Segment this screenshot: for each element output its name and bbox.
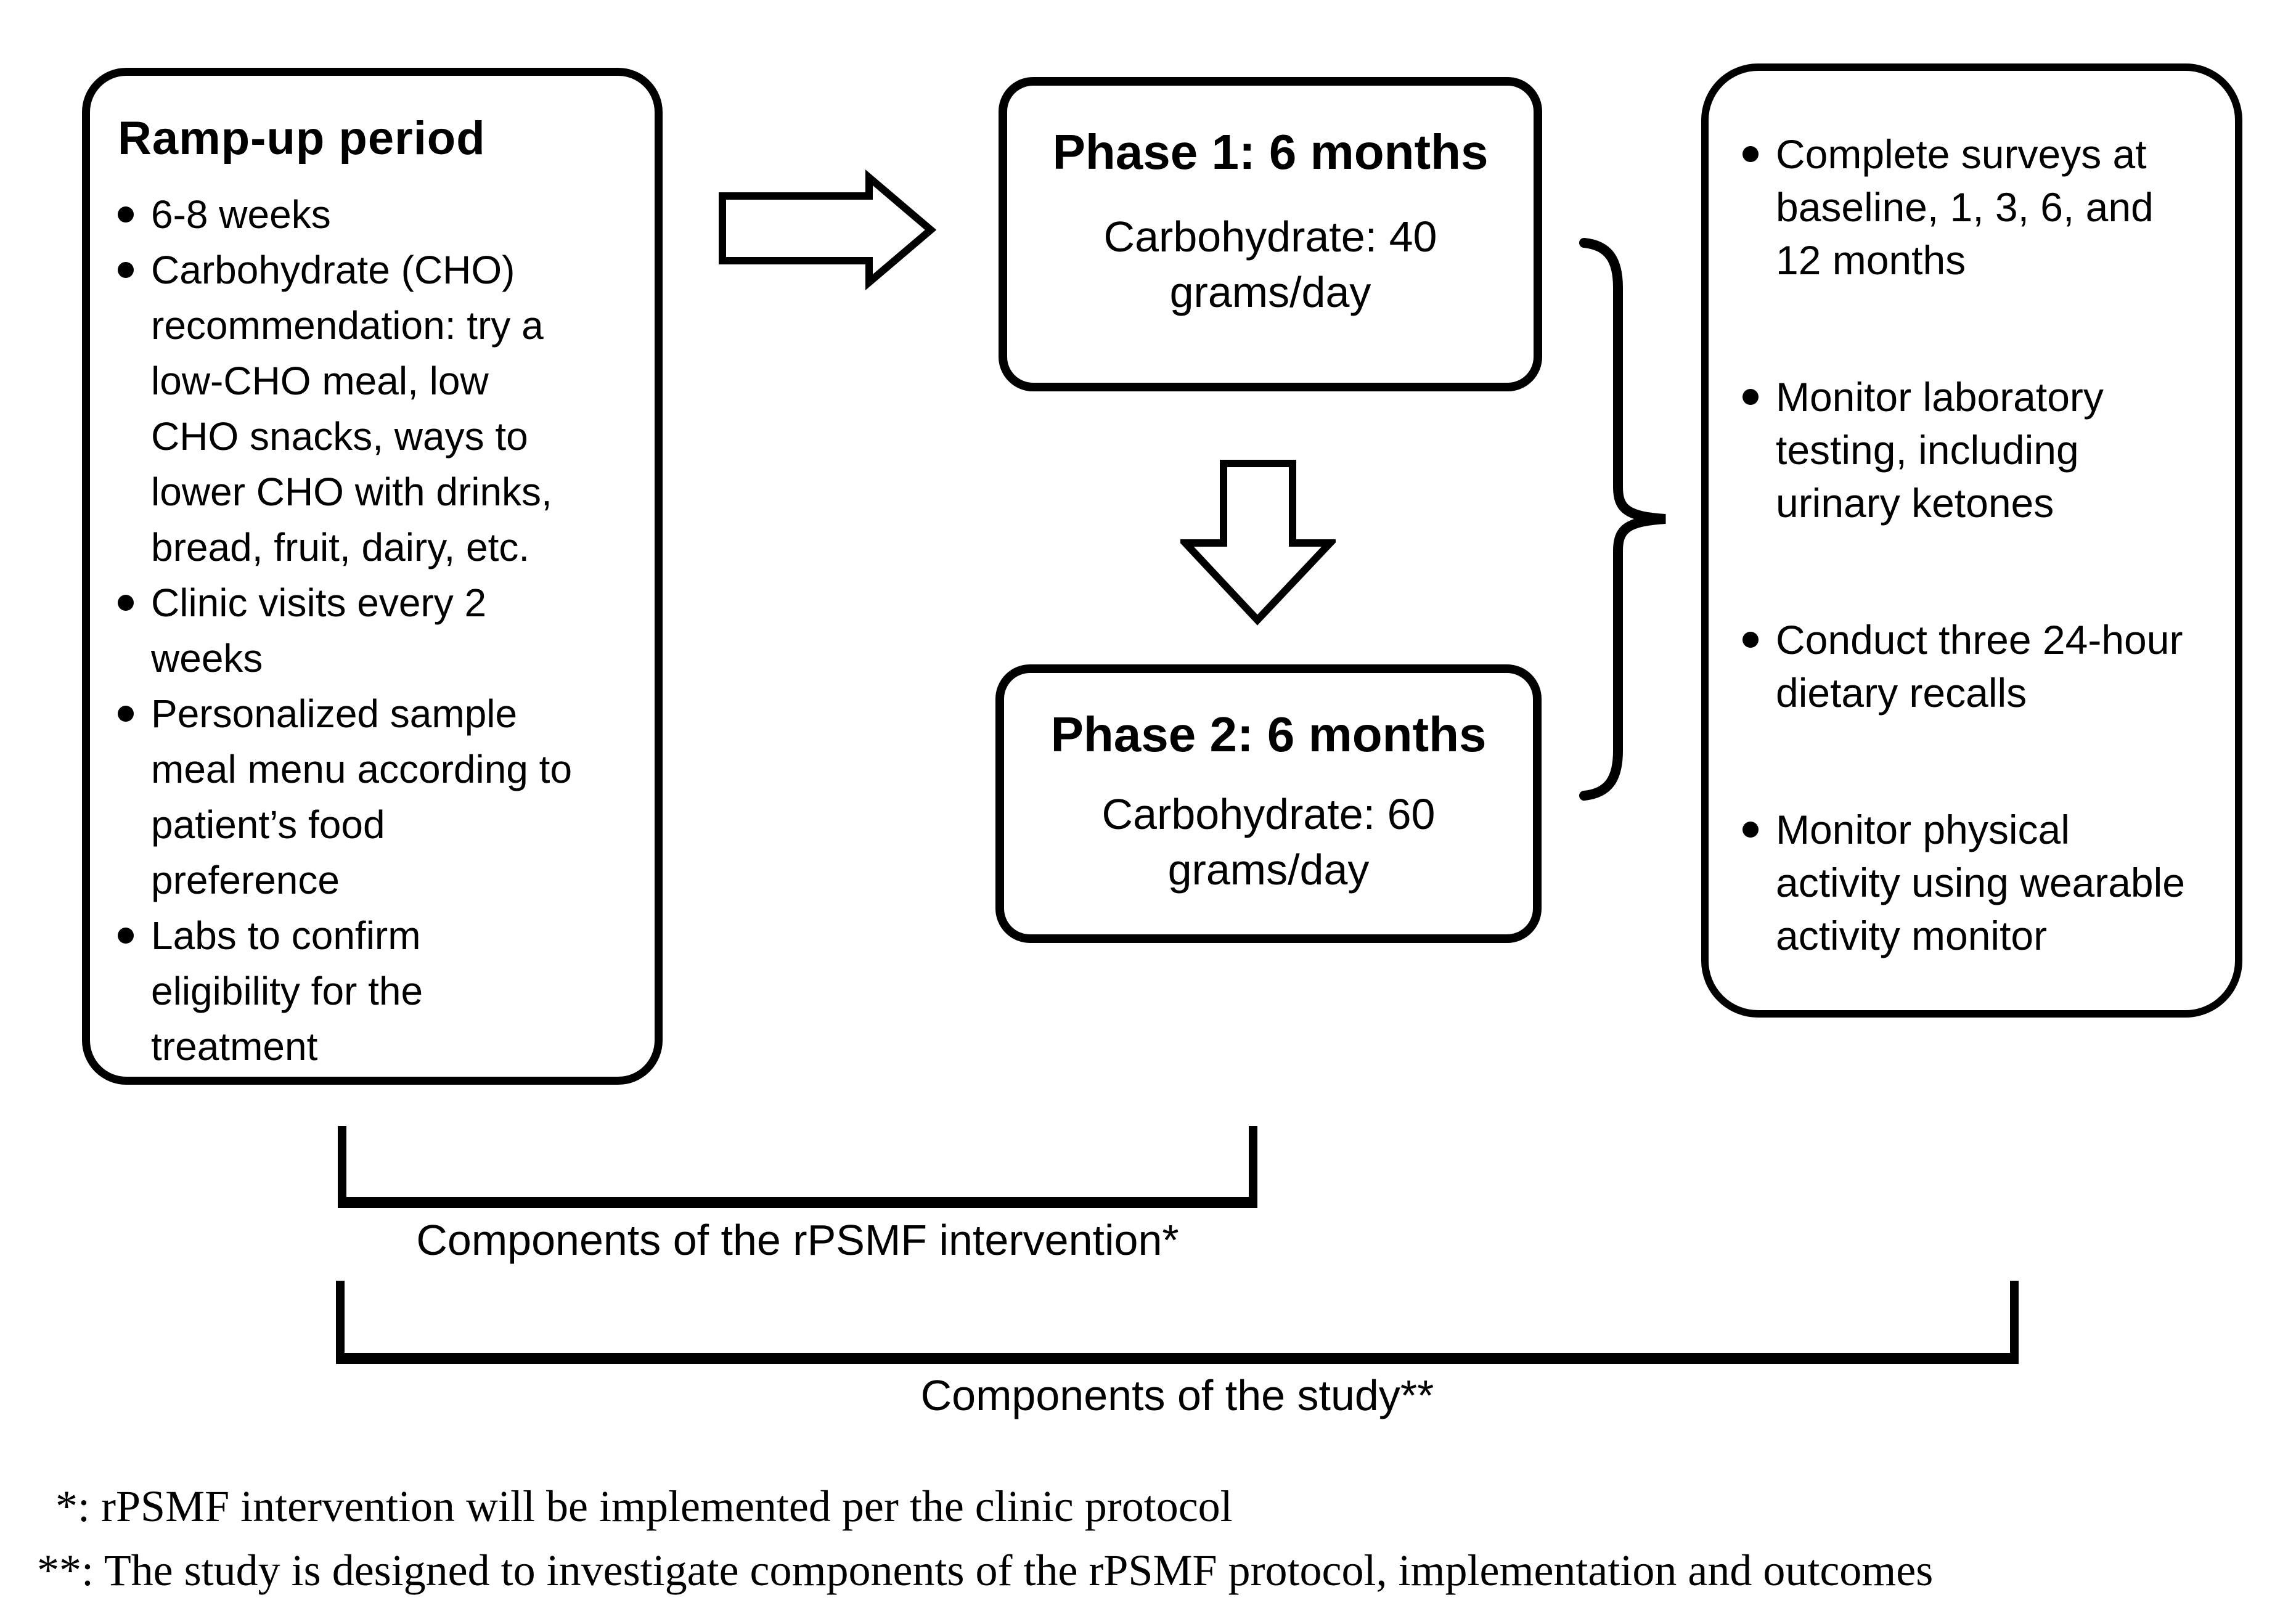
study-bracket-label: Components of the study** [920,1371,1434,1419]
list-item: Clinic visits every 2 weeks [118,575,636,686]
bullet-icon [118,206,134,222]
bullet-icon [1742,146,1759,162]
list-item-text: Personalized sample meal menu according … [151,692,573,902]
ramp-up-title: Ramp-up period [118,112,486,165]
list-item-text: Monitor physical activity using wearable… [1776,807,2185,958]
phase-1-body: Carbohydrate: 40 grams/day [1103,213,1437,316]
list-item-text: Conduct three 24-hour dietary recalls [1776,617,2183,716]
bullet-icon [1742,822,1759,838]
list-item-text: Labs to confirm eligibility for the trea… [151,913,423,1069]
list-item: Carbohydrate (CHO) recommendation: try a… [118,242,636,575]
block-arrow-right-icon [719,169,937,290]
list-item: Monitor physical activity using wearable… [1742,803,2210,962]
list-item-text: Carbohydrate (CHO) recommendation: try a… [151,248,552,569]
phase-1-box: Phase 1: 6 months Carbohydrate: 40 grams… [999,77,1542,391]
ramp-up-box: Ramp-up period 6-8 weeks Carbohydrate (C… [82,68,663,1085]
list-item: Complete surveys at baseline, 1, 3, 6, a… [1742,128,2210,287]
bullet-icon [1742,389,1759,405]
list-item: Monitor laboratory testing, including ur… [1742,370,2210,529]
list-item-text: 6-8 weeks [151,192,331,237]
list-item: Conduct three 24-hour dietary recalls [1742,613,2210,719]
bullet-icon [118,262,134,278]
ramp-up-list: 6-8 weeks Carbohydrate (CHO) recommendat… [118,187,636,1074]
assessments-list: Complete surveys at baseline, 1, 3, 6, a… [1742,128,2210,962]
curly-brace-right-icon [1579,238,1666,801]
footnotes: *: rPSMF intervention will be implemente… [37,1474,1933,1602]
bullet-icon [118,706,134,722]
footnote-intervention: *: rPSMF intervention will be implemente… [55,1482,1233,1531]
list-item-text: Monitor laboratory testing, including ur… [1776,374,2104,526]
list-item: 6-8 weeks [118,187,636,242]
phase-2-title: Phase 2: 6 months [1050,707,1487,762]
assessments-box: Complete surveys at baseline, 1, 3, 6, a… [1701,63,2242,1018]
phase-2-body: Carbohydrate: 60 grams/day [1101,790,1436,894]
list-item: Personalized sample meal menu according … [118,686,636,908]
phase-2-box: Phase 2: 6 months Carbohydrate: 60 grams… [995,664,1542,943]
intervention-bracket-label: Components of the rPSMF intervention* [416,1216,1179,1264]
bullet-icon [118,928,134,944]
list-item-text: Clinic visits every 2 weeks [151,581,487,680]
phase-1-title: Phase 1: 6 months [1052,124,1489,179]
bullet-icon [118,595,134,611]
footnote-study: **: The study is designed to investigate… [37,1546,1934,1595]
study-bracket [336,1281,2019,1364]
list-item: Labs to confirm eligibility for the trea… [118,908,636,1074]
block-arrow-down-icon [1180,460,1336,626]
intervention-bracket [338,1126,1257,1208]
list-item-text: Complete surveys at baseline, 1, 3, 6, a… [1776,131,2154,283]
bullet-icon [1742,632,1759,648]
